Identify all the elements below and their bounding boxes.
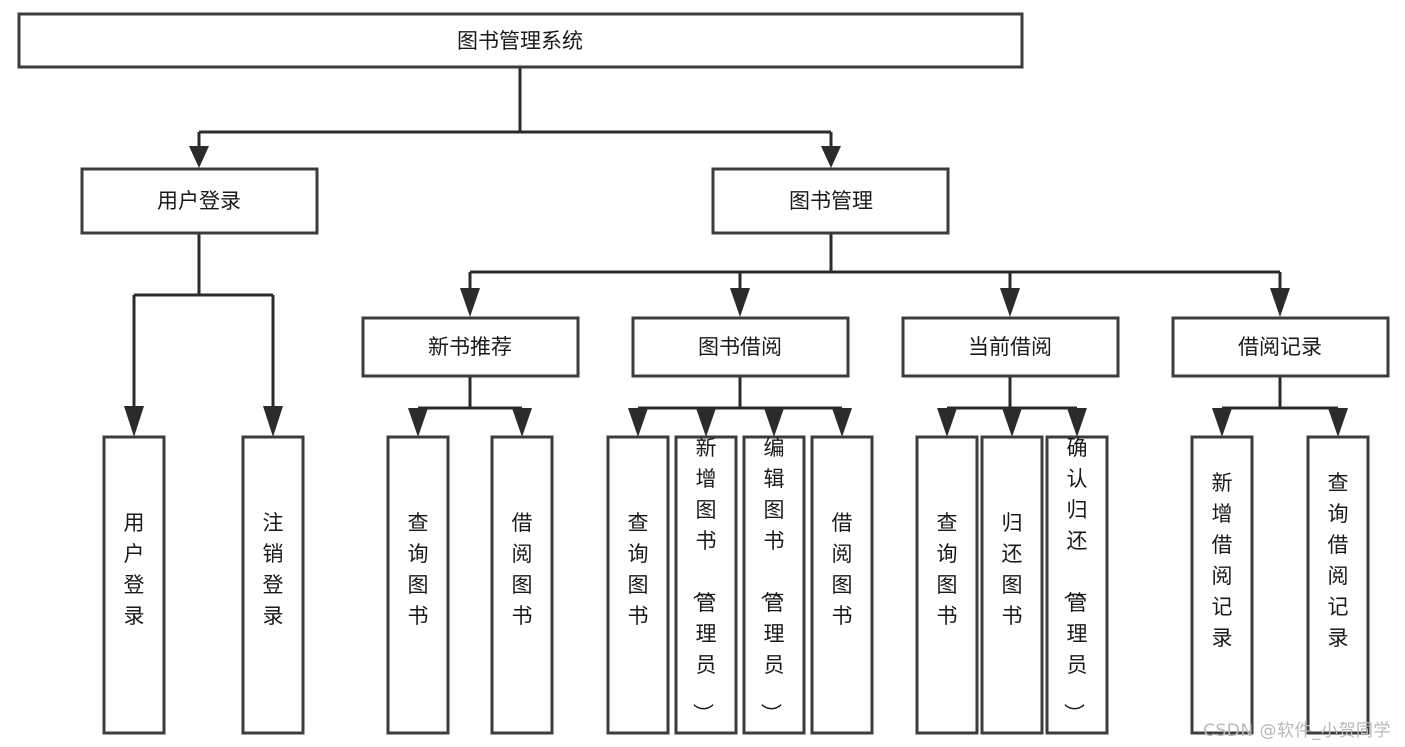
leaf-add-book-box[interactable] — [674, 435, 738, 735]
node-book-borrow-label: 图书借阅 — [698, 335, 782, 359]
node-user-login-label: 用户登录 — [157, 189, 241, 213]
leaf-borrow-book-2-box[interactable] — [810, 435, 874, 735]
leaf-return-book-box[interactable] — [980, 435, 1044, 735]
arrow-head-leaf-confirm-return — [1067, 408, 1087, 437]
leaf-logout-box[interactable] — [241, 435, 305, 735]
arrow-head-borrow-record — [1270, 288, 1290, 317]
leaf-edit-book[interactable]: 编辑图书（管理员） — [742, 435, 806, 735]
arrow-head-user-login — [189, 146, 209, 168]
node-root-system[interactable]: 图书管理系统 — [17, 12, 1024, 69]
leaf-query-book-2-box[interactable] — [606, 435, 670, 735]
leaf-logout[interactable]: 注销登录 — [241, 435, 305, 735]
leaf-query-book-1-label: 查询图书 — [408, 511, 429, 628]
leaf-borrow-book-2-label: 借阅图书 — [832, 511, 853, 628]
leaf-confirm-return[interactable]: 确认归还（管理员） — [1045, 435, 1109, 735]
node-borrow-record-box[interactable] — [1171, 316, 1390, 378]
node-book-manage-box[interactable] — [711, 167, 950, 235]
connector-layer — [124, 67, 1348, 437]
leaf-add-record-box[interactable] — [1190, 435, 1254, 735]
leaf-query-book-3-box[interactable] — [915, 435, 979, 735]
leaf-query-book-2[interactable]: 查询图书 — [606, 435, 670, 735]
leaf-add-book[interactable]: 新增图书（管理员） — [674, 435, 738, 735]
arrow-head-new-book — [460, 288, 480, 317]
leaf-query-book-3-label: 查询图书 — [937, 511, 958, 628]
arrow-head-leaf-query-book-1 — [408, 408, 428, 437]
leaf-query-book-1-box[interactable] — [386, 435, 450, 735]
leaf-query-record-box[interactable] — [1306, 435, 1370, 735]
leaf-borrow-book-2[interactable]: 借阅图书 — [810, 435, 874, 735]
node-root-system-label: 图书管理系统 — [457, 29, 583, 53]
arrow-head-leaf-add-book — [696, 408, 716, 437]
node-book-manage[interactable]: 图书管理 — [711, 167, 950, 235]
node-book-borrow[interactable]: 图书借阅 — [631, 316, 850, 378]
node-current-borrow-label: 当前借阅 — [968, 335, 1052, 359]
node-new-book-recommend-label: 新书推荐 — [428, 335, 512, 359]
leaf-borrow-book-1-label: 借阅图书 — [512, 511, 533, 628]
leaf-user-login-box[interactable] — [102, 435, 166, 735]
arrow-head-leaf-logout — [263, 406, 283, 437]
leaf-query-book-1[interactable]: 查询图书 — [386, 435, 450, 735]
leaf-query-book-2-label: 查询图书 — [628, 511, 649, 628]
node-book-manage-label: 图书管理 — [789, 189, 873, 213]
leaf-borrow-book-1[interactable]: 借阅图书 — [490, 435, 554, 735]
arrow-head-book-borrow — [730, 288, 750, 317]
leaf-return-book[interactable]: 归还图书 — [980, 435, 1044, 735]
leaf-edit-book-label: 编辑图书（管理员） — [759, 436, 785, 724]
node-current-borrow-box[interactable] — [901, 316, 1120, 378]
node-borrow-record-label: 借阅记录 — [1238, 335, 1322, 359]
leaf-query-record[interactable]: 查询借阅记录 — [1306, 435, 1370, 735]
node-book-borrow-box[interactable] — [631, 316, 850, 378]
arrow-head-leaf-return-book — [1002, 408, 1022, 437]
node-user-login-box[interactable] — [80, 167, 319, 235]
node-user-login[interactable]: 用户登录 — [80, 167, 319, 235]
leaf-confirm-return-label: 确认归还（管理员） — [1062, 436, 1088, 724]
leaf-confirm-return-box[interactable] — [1045, 435, 1109, 735]
leaf-add-record[interactable]: 新增借阅记录 — [1190, 435, 1254, 735]
arrow-head-leaf-add-record — [1212, 408, 1232, 437]
node-new-book-recommend[interactable]: 新书推荐 — [361, 316, 580, 378]
node-new-book-recommend-box[interactable] — [361, 316, 580, 378]
leaf-borrow-book-1-box[interactable] — [490, 435, 554, 735]
leaf-user-login-label: 用户登录 — [124, 511, 145, 628]
leaf-query-record-label: 查询借阅记录 — [1328, 471, 1349, 650]
leaf-add-record-label: 新增借阅记录 — [1212, 471, 1233, 650]
arrow-head-leaf-borrow-book-2 — [832, 408, 852, 437]
arrow-head-leaf-edit-book — [764, 408, 784, 437]
node-root-system-box[interactable] — [17, 12, 1024, 69]
leaf-query-book-3[interactable]: 查询图书 — [915, 435, 979, 735]
leaf-edit-book-box[interactable] — [742, 435, 806, 735]
node-current-borrow[interactable]: 当前借阅 — [901, 316, 1120, 378]
leaf-add-book-label: 新增图书（管理员） — [691, 436, 717, 724]
leaf-user-login[interactable]: 用户登录 — [102, 435, 166, 735]
arrow-head-book-manage — [821, 146, 841, 168]
leaf-return-book-label: 归还图书 — [1002, 511, 1023, 628]
arrow-head-leaf-borrow-book-1 — [512, 408, 532, 437]
node-borrow-record[interactable]: 借阅记录 — [1171, 316, 1390, 378]
arrow-head-leaf-query-book-2 — [628, 408, 648, 437]
arrow-head-leaf-query-book-3 — [937, 408, 957, 437]
leaf-logout-label: 注销登录 — [263, 511, 284, 628]
arrow-head-leaf-query-record — [1328, 408, 1348, 437]
arrow-head-current-borrow — [1000, 288, 1020, 317]
arrow-head-leaf-user-login — [124, 406, 144, 437]
